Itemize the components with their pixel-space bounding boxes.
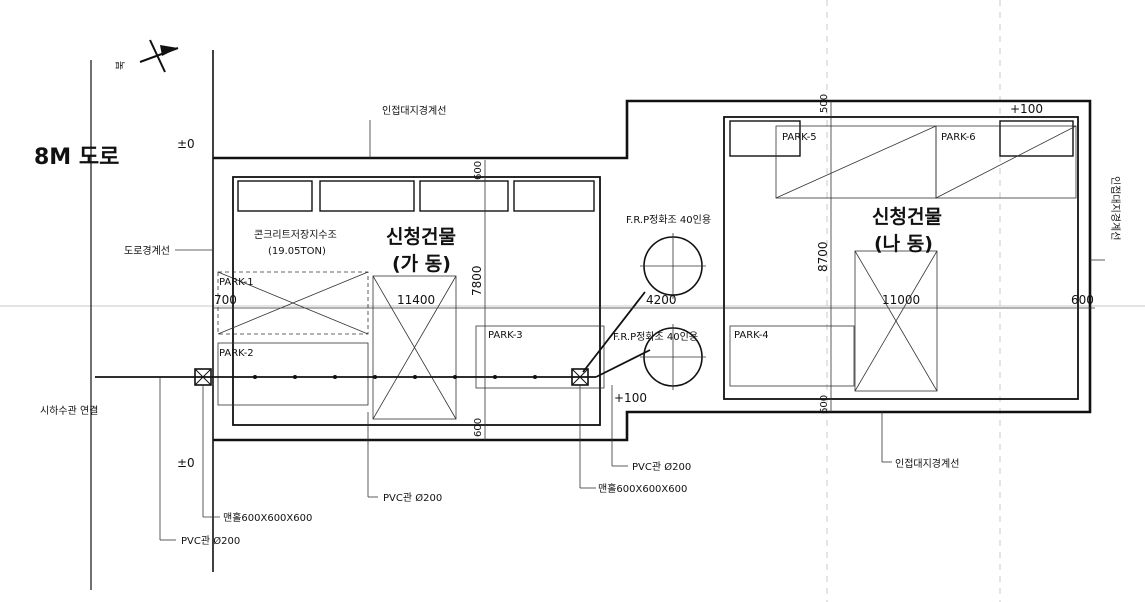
level-top-left: ±0	[177, 137, 195, 151]
building-a-tank: 콘크리트저장지수조	[254, 229, 337, 241]
dim-right-setback: 600	[1071, 293, 1094, 307]
dim-left-setback: 700	[214, 293, 237, 307]
parking-5: PARK-5	[782, 132, 817, 143]
dim-a-bottom: 600	[473, 418, 484, 437]
building-a-sub: (가 동)	[392, 253, 451, 275]
pvc-label-3: PVC관 Ø200	[632, 461, 691, 473]
manhole-label-1: 맨홀600X600X600	[223, 511, 312, 524]
building-a-length: 11400	[397, 293, 435, 307]
pvc-label-2: PVC관 Ø200	[383, 492, 442, 504]
dim-a-top: 600	[473, 161, 484, 180]
sewer-connect-label: 시하수관 연결	[40, 404, 98, 417]
boundary-right-label: 인접대지경계선	[1109, 176, 1122, 240]
parking-3: PARK-3	[488, 330, 523, 341]
north-arrow-icon	[139, 39, 179, 73]
building-a	[232, 176, 601, 426]
parking-6: PARK-6	[941, 132, 976, 143]
site-boundary	[213, 99, 1092, 442]
building-b-length: 11000	[882, 293, 920, 307]
boundary-bottom-label: 인접대지경계선	[895, 457, 959, 470]
road-label: 8M 도로	[34, 145, 119, 170]
north-label: 북	[115, 61, 127, 70]
building-a-tank-capacity: (19.05TON)	[268, 246, 326, 257]
level-top-right: +100	[1010, 102, 1043, 116]
building-a-name: 신청건물	[386, 226, 456, 248]
septic-top-label: F.R.P정화조 40인용	[626, 214, 711, 226]
parking-2: PARK-2	[219, 348, 254, 359]
road-edges	[90, 50, 214, 590]
parking-4: PARK-4	[734, 330, 769, 341]
dimension-lines	[159, 101, 1105, 541]
parking-1: PARK-1	[219, 277, 254, 288]
pvc-label-1: PVC관 Ø200	[181, 535, 240, 547]
parking-stalls	[217, 125, 1077, 406]
septic-tanks	[640, 233, 706, 390]
dim-b-top: 500	[819, 94, 830, 113]
dim-gap: 4200	[646, 293, 677, 307]
manhole-label-2: 맨홀600X600X600	[598, 482, 687, 495]
road-boundary-label: 도로경계선	[124, 244, 170, 257]
boundary-top-label: 인접대지경계선	[382, 104, 446, 117]
building-b-name: 신청건물	[872, 206, 942, 228]
level-bottom-left: ±0	[177, 456, 195, 470]
building-a-width: 7800	[470, 265, 484, 296]
building-b	[723, 116, 1079, 400]
level-pit-right: +100	[614, 391, 647, 405]
septic-bottom-label: F.R.P정화조 40인용	[613, 331, 698, 343]
dim-b-bottom: 600	[819, 395, 830, 414]
building-b-width: 8700	[816, 241, 830, 272]
building-b-sub: (나 동)	[874, 233, 933, 255]
